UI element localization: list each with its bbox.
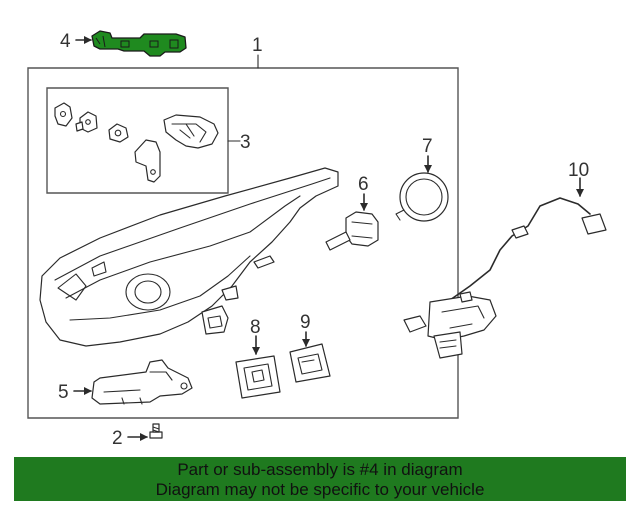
- callout-5: 5: [58, 382, 69, 403]
- callout-9: 9: [300, 312, 311, 333]
- callout-1: 1: [252, 35, 263, 56]
- part-3-clip-kit[interactable]: [54, 102, 219, 183]
- banner-line-1: Part or sub-assembly is #4 in diagram: [177, 460, 463, 479]
- callout-3: 3: [240, 132, 251, 153]
- assembly-box-outline: [27, 67, 459, 419]
- part-info-banner: Part or sub-assembly is #4 in diagram Di…: [14, 457, 626, 501]
- part-5-bracket[interactable]: [91, 359, 193, 405]
- part-9-module[interactable]: [289, 343, 331, 383]
- callout-2: 2: [112, 428, 123, 449]
- callout-10: 10: [568, 160, 589, 181]
- part-10-wiring-harness[interactable]: [403, 197, 607, 359]
- part-4-bracket[interactable]: [91, 30, 187, 57]
- part-1-headlamp-assembly[interactable]: [39, 167, 339, 347]
- part-6-bulb[interactable]: [325, 211, 379, 251]
- callout-8: 8: [250, 317, 261, 338]
- callout-7: 7: [422, 136, 433, 157]
- part-8-module[interactable]: [235, 355, 281, 399]
- subkit-box-outline: [46, 87, 229, 194]
- callout-6: 6: [358, 174, 369, 195]
- callout-4: 4: [60, 31, 71, 52]
- part-2-screw[interactable]: [149, 423, 163, 439]
- banner-line-2: Diagram may not be specific to your vehi…: [155, 480, 485, 499]
- part-7-cap[interactable]: [395, 172, 449, 222]
